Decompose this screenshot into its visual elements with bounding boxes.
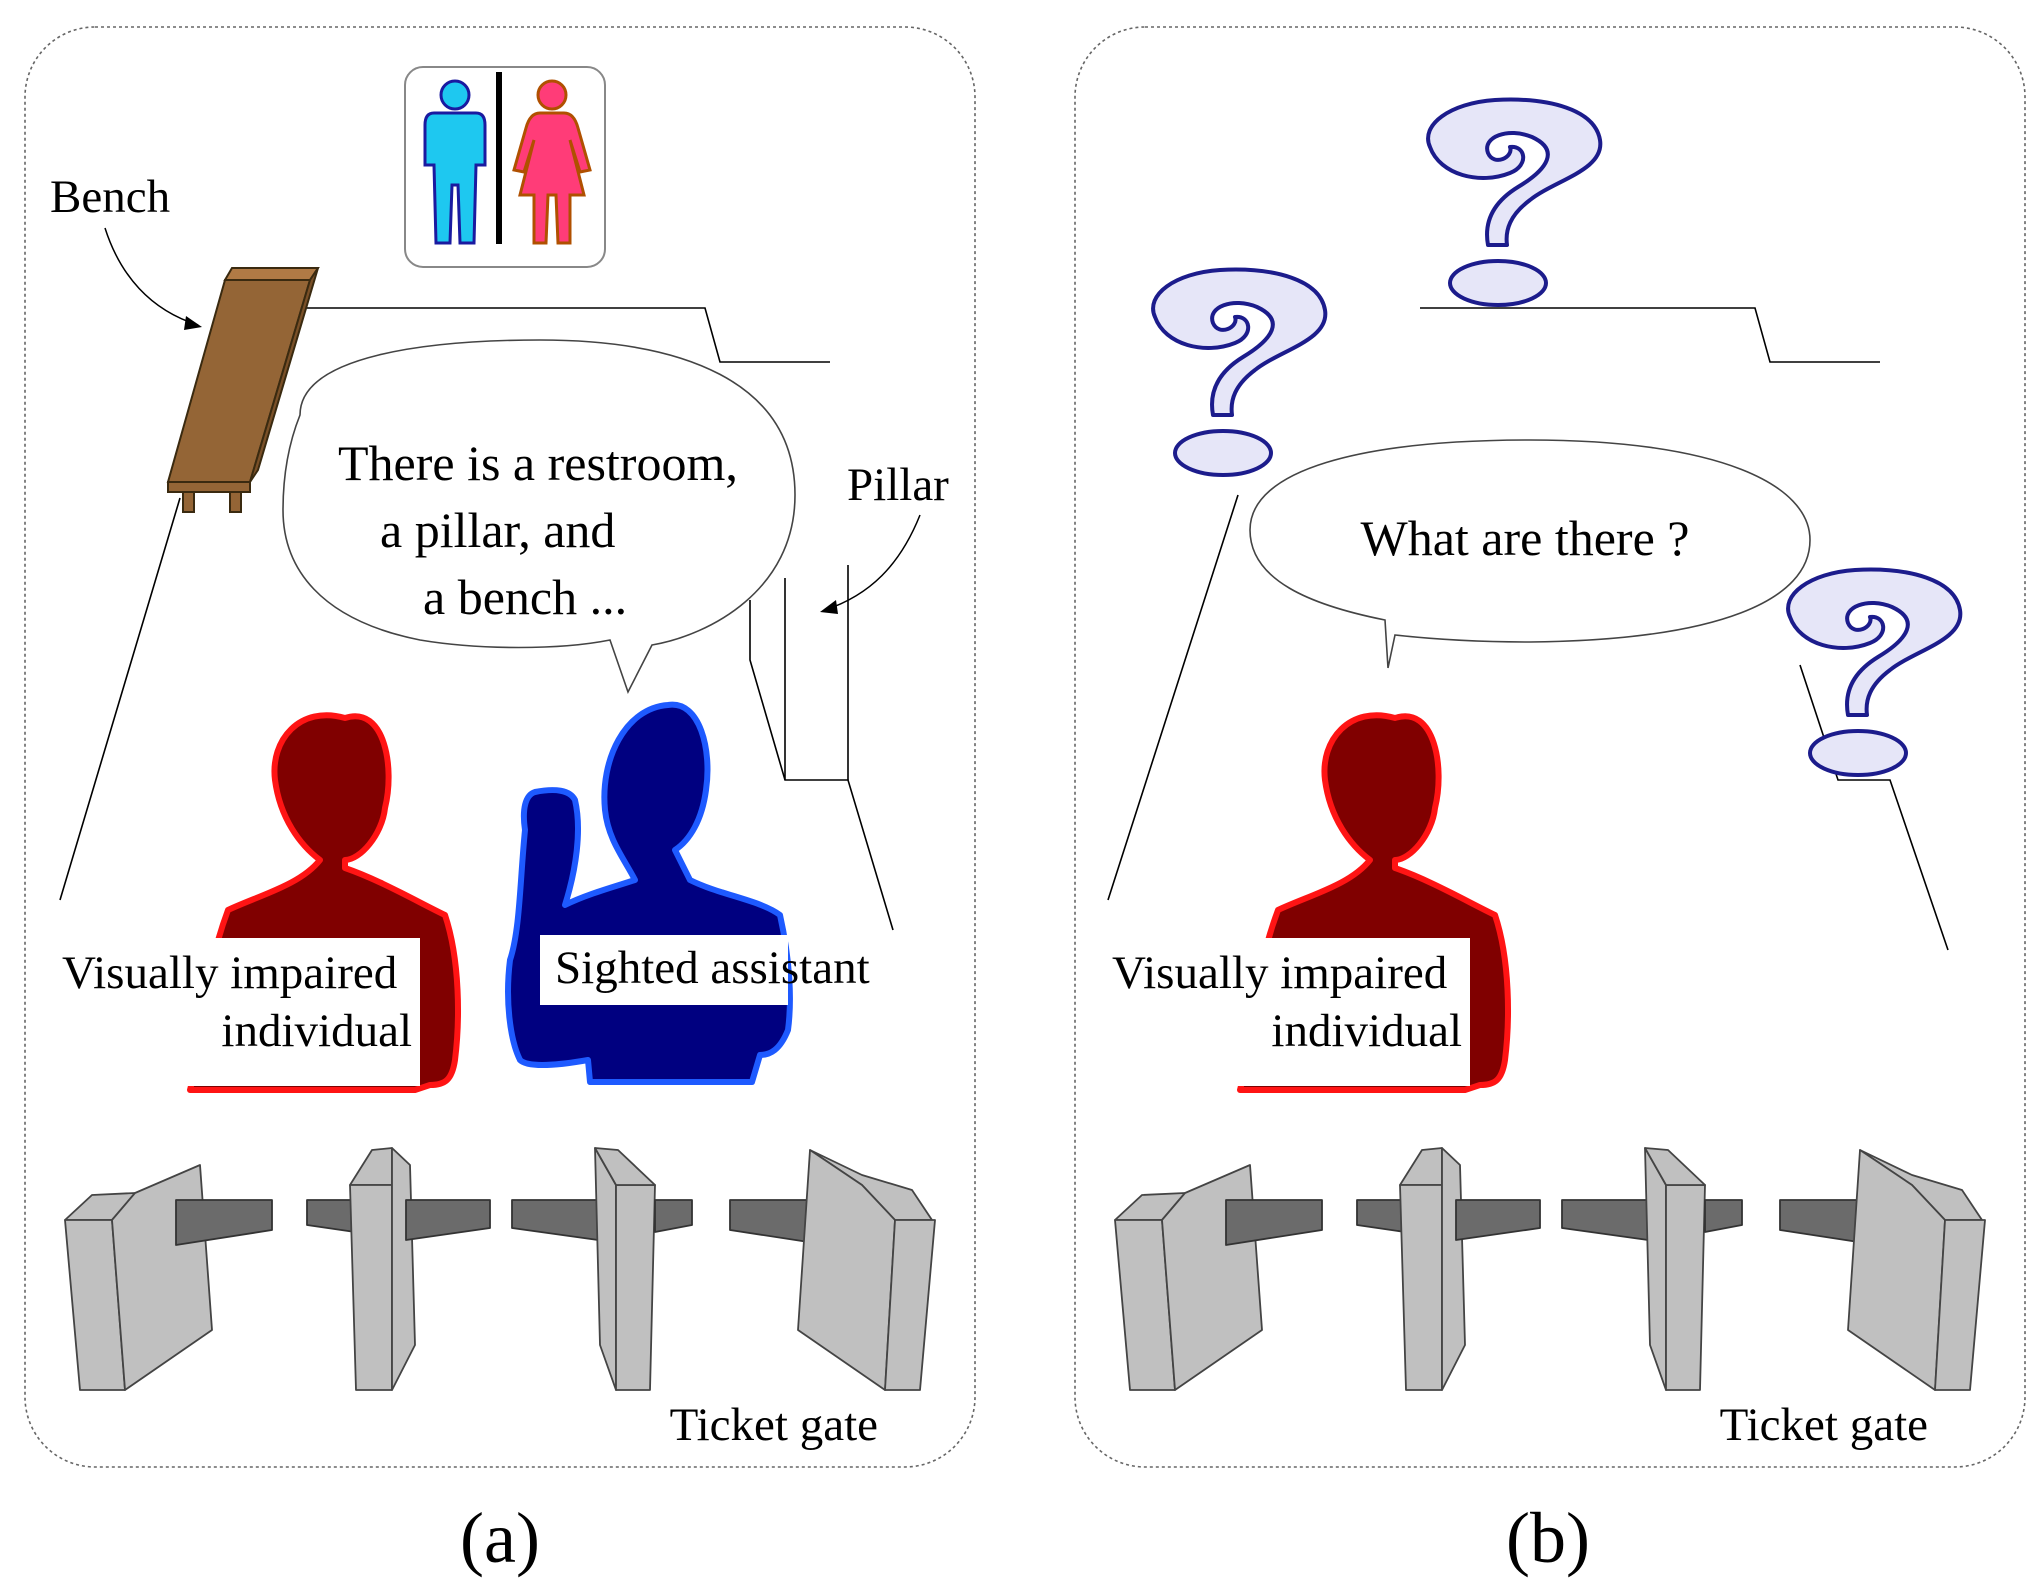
ticket-gate-label: Ticket gate (1720, 1399, 1928, 1451)
vi-label-background (58, 938, 420, 1086)
left-wall-line (1107, 494, 1239, 901)
back-wall-line (1420, 307, 1880, 363)
back-wall-line (240, 307, 830, 363)
panel-b-caption: (b) (1506, 1498, 1590, 1578)
panel-b-frame (1074, 26, 2026, 1468)
speech-line-1: There is a restroom, (338, 435, 738, 491)
vi-label-line-2: individual (1271, 1005, 1462, 1057)
panel-a-caption: (a) (460, 1498, 540, 1578)
man-icon (423, 79, 487, 245)
assistant-label: Sighted assistant (555, 942, 870, 994)
speech-bubble (282, 339, 796, 695)
pillar-label: Pillar (847, 459, 949, 511)
pillar-pointer-line (824, 514, 921, 611)
vi-label-line-1: Visually impaired (62, 947, 397, 999)
bench-pointer-line (104, 227, 199, 326)
bench-arrowhead (184, 316, 202, 330)
bench-label: Bench (50, 171, 170, 223)
speech-line-3: a bench ... (423, 569, 627, 625)
woman-icon (512, 79, 592, 245)
vi-label-background (1108, 938, 1470, 1086)
speech-bubble (1249, 439, 1811, 669)
right-wall-line (1799, 664, 1949, 951)
vi-label-line-2: individual (221, 1005, 412, 1057)
speech-line-1: What are there ? (1361, 510, 1690, 566)
bench-icon (166, 267, 320, 513)
speech-line-2: a pillar, and (380, 502, 615, 558)
panel-b: What are there ? Visually impaired indiv… (1074, 26, 2026, 1578)
pillar-arrowhead (820, 600, 838, 614)
vi-label-line-1: Visually impaired (1112, 947, 1447, 999)
left-wall-line (59, 497, 181, 901)
ticket-gate-label: Ticket gate (670, 1399, 878, 1451)
restroom-sign-icon (404, 66, 606, 268)
panel-a: Bench Pillar There is a restroom, a pill… (24, 26, 976, 1578)
assistant-label-background (540, 935, 788, 1005)
